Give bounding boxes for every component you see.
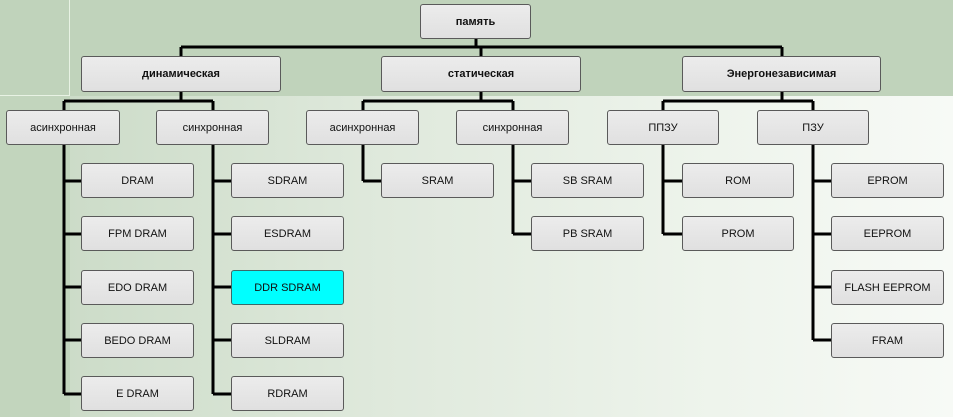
node-static-sync: синхронная [456,110,569,145]
leaf-esdram: ESDRAM [231,216,344,251]
leaf-sldram: SLDRAM [231,323,344,358]
leaf-sdram: SDRAM [231,163,344,198]
background-left-strip [0,96,70,417]
node-static-async: асинхронная [306,110,419,145]
leaf-sb-sram: SB SRAM [531,163,644,198]
node-dynamic-sync: синхронная [156,110,269,145]
leaf-eprom: EPROM [831,163,944,198]
leaf-rdram: RDRAM [231,376,344,411]
background-lower-area [0,96,953,417]
leaf-sram: SRAM [381,163,494,198]
node-static: статическая [381,56,581,92]
leaf-pb-sram: PB SRAM [531,216,644,251]
node-memory-root: память [420,4,531,39]
leaf-rom: ROM [682,163,794,198]
leaf-eeprom: EEPROM [831,216,944,251]
decorative-vertical-line [69,0,70,96]
node-dynamic-async: асинхронная [6,110,120,145]
leaf-fram: FRAM [831,323,944,358]
node-nonvolatile: Энергонезависимая [682,56,881,92]
node-pzu: ПЗУ [757,110,869,145]
leaf-fpm-dram: FPM DRAM [81,216,194,251]
leaf-ddr-sdram-highlighted: DDR SDRAM [231,270,344,305]
node-dynamic: динамическая [81,56,281,92]
leaf-e-dram: E DRAM [81,376,194,411]
leaf-bedo-dram: BEDO DRAM [81,323,194,358]
decorative-horizontal-line [0,95,70,96]
node-ppzu: ППЗУ [607,110,719,145]
leaf-prom: PROM [682,216,794,251]
leaf-edo-dram: EDO DRAM [81,270,194,305]
leaf-flash-eeprom: FLASH EEPROM [831,270,944,305]
leaf-dram: DRAM [81,163,194,198]
